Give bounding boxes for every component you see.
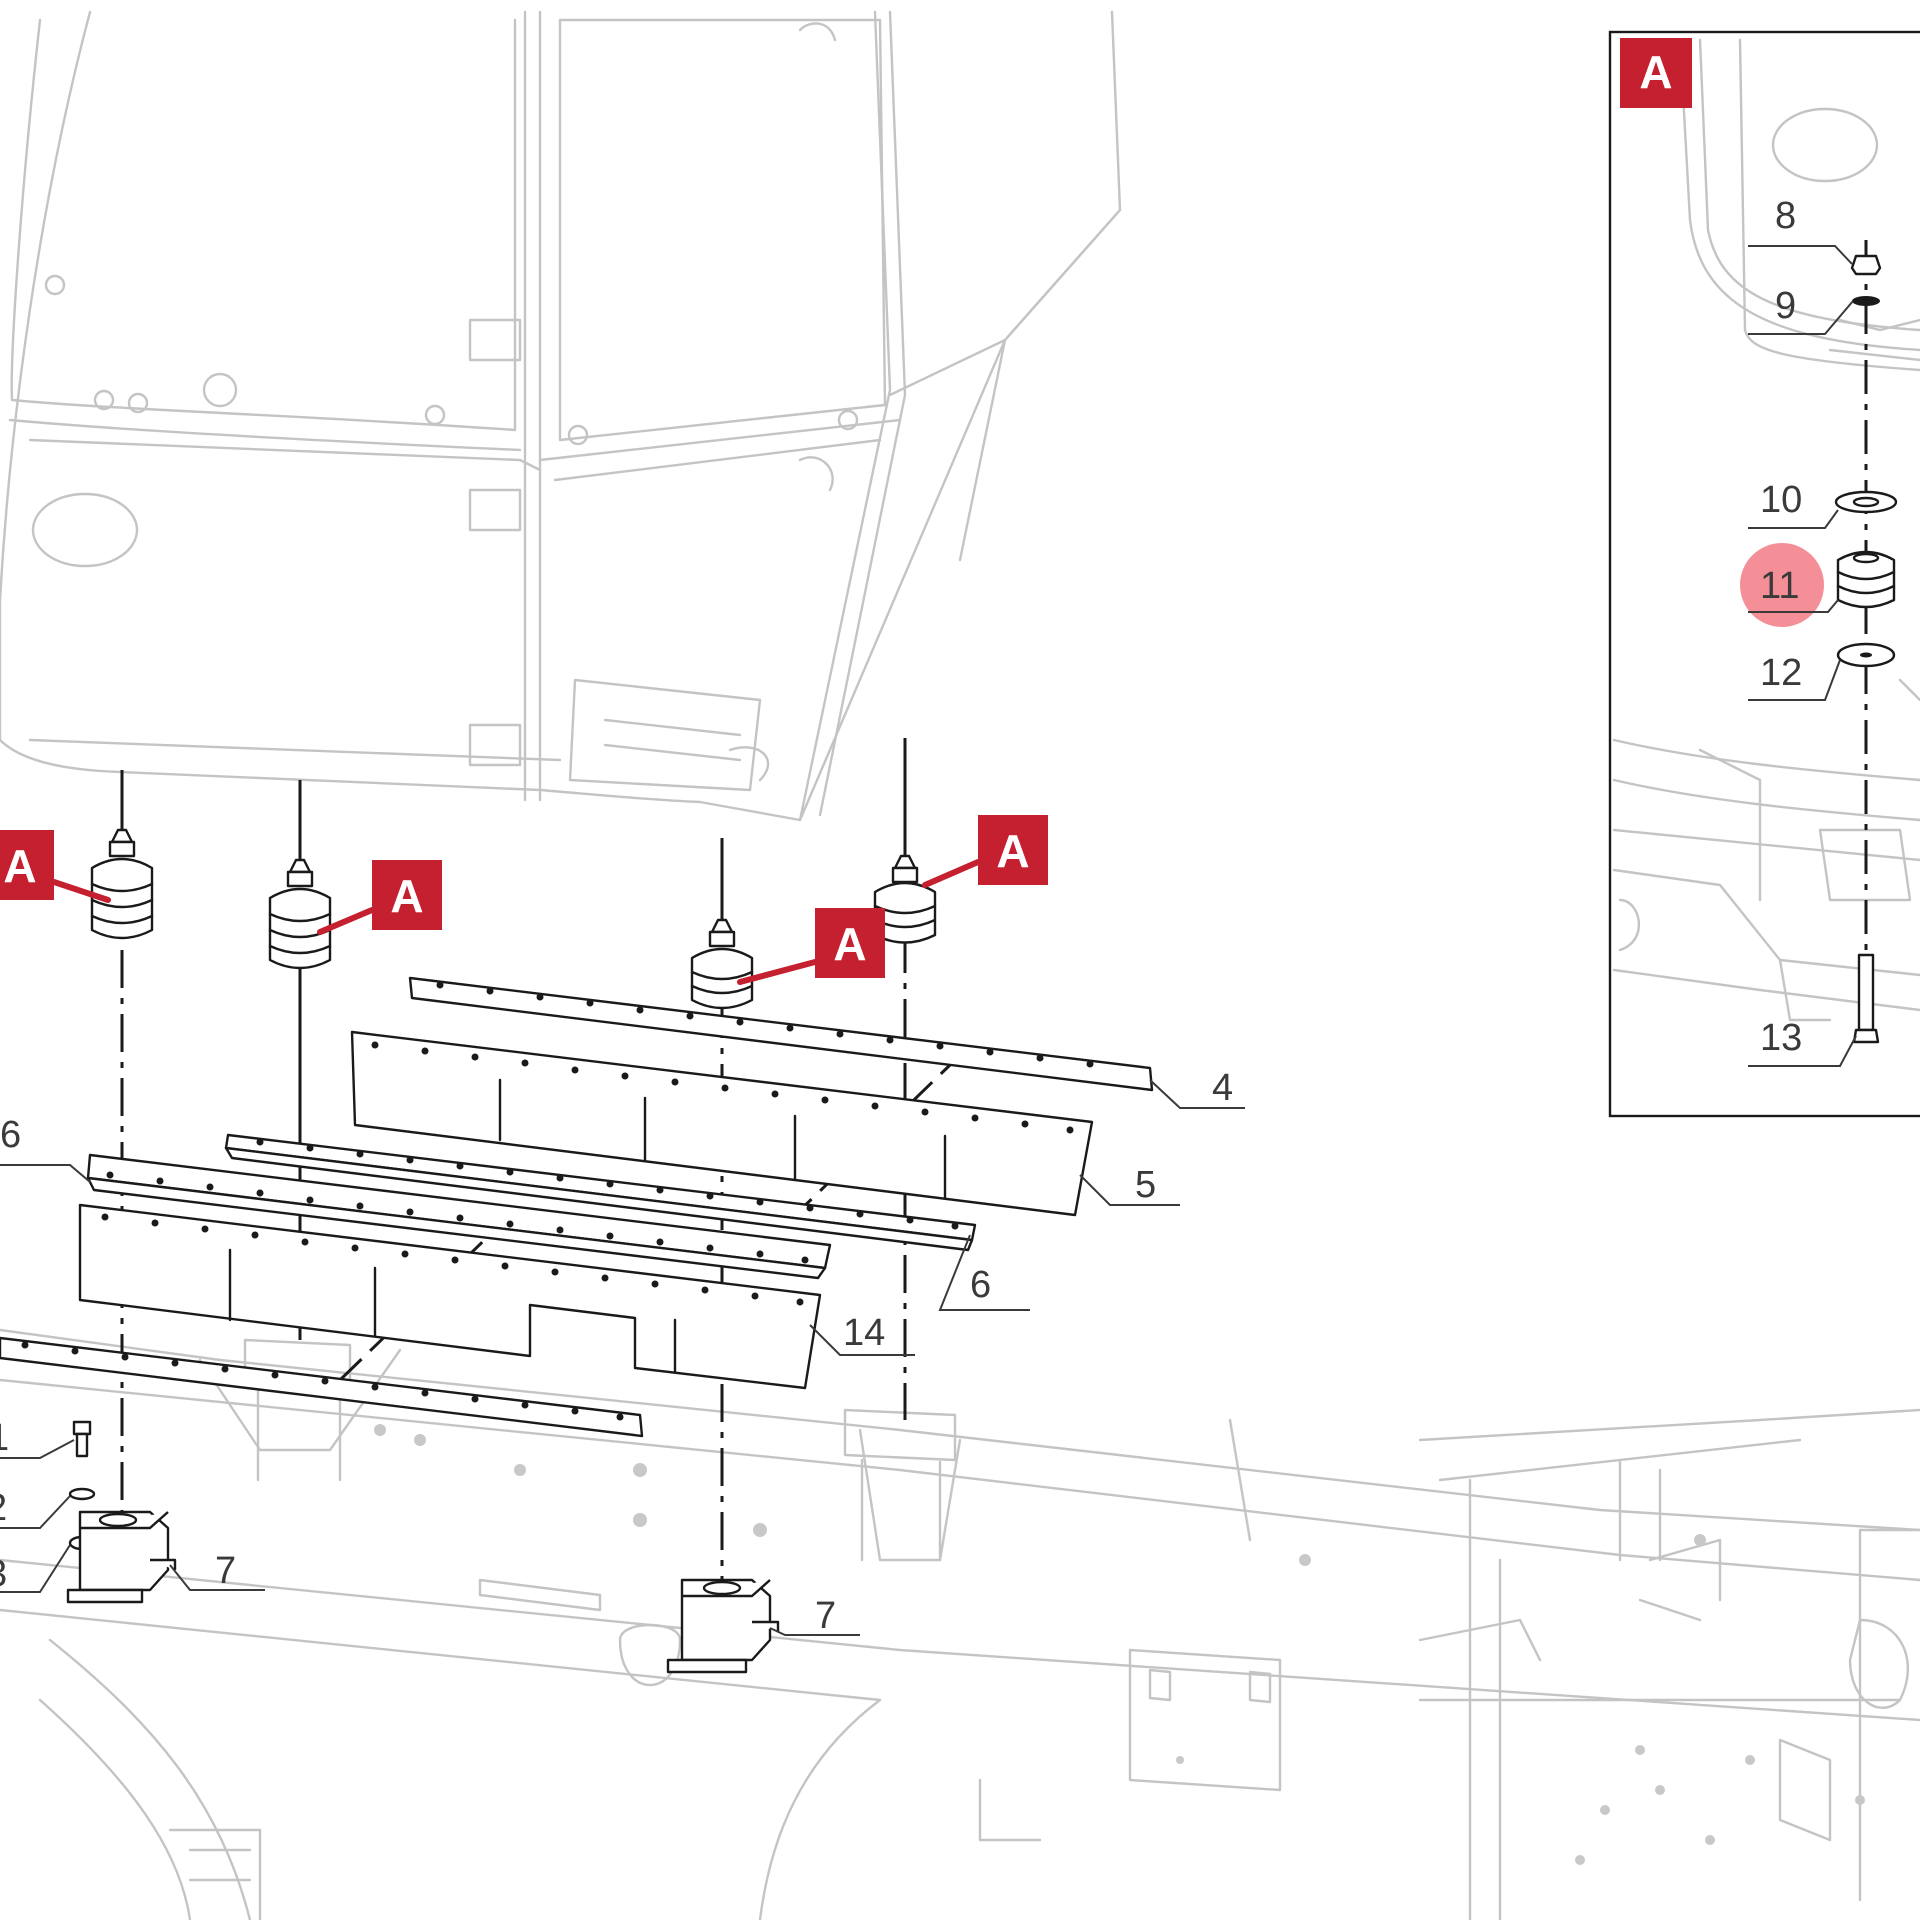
- svg-text:14: 14: [843, 1312, 885, 1354]
- detail-badge-mount-4: A: [922, 815, 1048, 888]
- seal-strip-4: [408, 976, 1154, 1092]
- base-mount-7-right: [666, 1578, 780, 1674]
- svg-text:3: 3: [0, 1553, 7, 1595]
- svg-text:12: 12: [1760, 652, 1802, 694]
- svg-text:5: 5: [1135, 1164, 1156, 1206]
- detail-badge-mount-3: A: [737, 908, 885, 985]
- rubber-mount-4: [873, 854, 937, 944]
- svg-text:10: 10: [1760, 479, 1802, 521]
- svg-text:7: 7: [215, 1550, 236, 1592]
- inset-nut-8: [1850, 254, 1882, 276]
- svg-text:A: A: [1639, 46, 1672, 98]
- inset-bolt-13: [1852, 953, 1880, 1044]
- main-callouts: 4 5 6 6 14 7 7 1 2 3: [0, 1067, 1245, 1637]
- svg-text:7: 7: [815, 1595, 836, 1637]
- svg-text:9: 9: [1775, 285, 1796, 327]
- inset-washer-12: [1836, 642, 1896, 668]
- detail-badge-mount-2: A: [317, 860, 442, 935]
- inset-washer-9: [1852, 296, 1880, 306]
- callout-highlight: [1740, 543, 1824, 627]
- svg-text:2: 2: [0, 1487, 7, 1529]
- rubber-mount-2: [268, 858, 332, 970]
- inset-washer-10: [1834, 490, 1898, 514]
- cover-panel-5: [350, 1030, 1094, 1217]
- detail-inset-a: A 8 9: [1608, 30, 1920, 1118]
- seal-strip-lower: [0, 1336, 644, 1438]
- svg-text:6: 6: [0, 1114, 21, 1156]
- chassis-outline: [0, 1328, 1920, 1920]
- angle-strip-6-right: [224, 1133, 977, 1252]
- inset-badge: [1620, 38, 1692, 108]
- rubber-mount-3: [690, 918, 754, 1010]
- svg-text:8: 8: [1775, 195, 1796, 237]
- detail-badge-mount-1: A: [0, 830, 111, 903]
- inset-background: [1612, 38, 1920, 1022]
- svg-text:1: 1: [0, 1417, 9, 1459]
- cab-outline: [0, 10, 1122, 822]
- svg-text:A: A: [390, 870, 423, 922]
- inset-rubber-11: [1836, 550, 1896, 609]
- inset-callouts: 8 9 10 11 12 13: [1748, 195, 1857, 1067]
- svg-text:6: 6: [970, 1264, 991, 1306]
- svg-text:A: A: [833, 918, 866, 970]
- svg-text:4: 4: [1212, 1067, 1233, 1109]
- angle-strip-6-left: [86, 1153, 832, 1280]
- cover-panel-14: [78, 1203, 822, 1390]
- svg-text:A: A: [3, 840, 36, 892]
- svg-text:11: 11: [1760, 565, 1799, 607]
- base-mount-7-left: [66, 1510, 177, 1604]
- svg-text:13: 13: [1760, 1017, 1802, 1059]
- rubber-mount-1: [90, 828, 154, 940]
- svg-text:A: A: [996, 825, 1029, 877]
